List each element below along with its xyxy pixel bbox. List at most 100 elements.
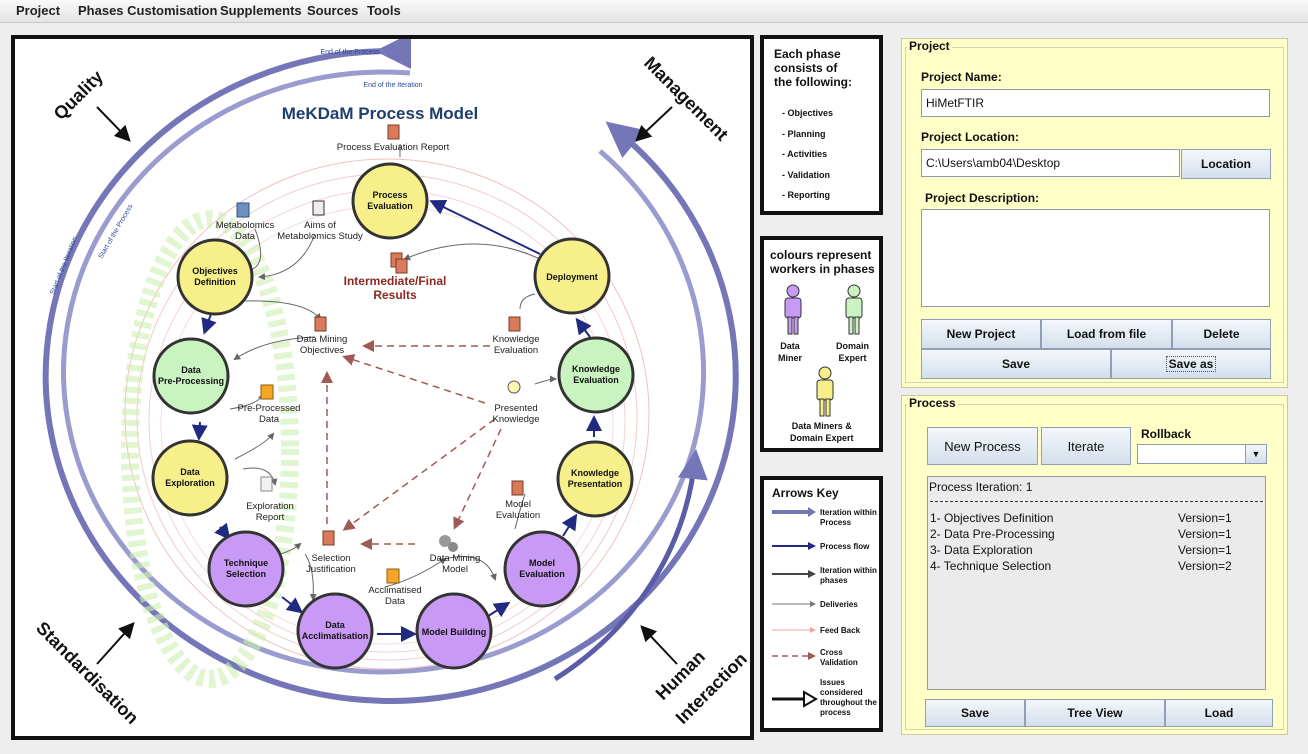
phase-version: Version=1	[1178, 527, 1232, 541]
deliverable-label: Process Evaluation Report	[337, 142, 450, 153]
menu-supplements[interactable]: Supplements	[220, 3, 302, 18]
deliverable-label: Metabolomics Study	[277, 231, 363, 242]
phase-legend: Each phase consists of the following: - …	[760, 35, 883, 215]
chevron-down-icon[interactable]: ▼	[1245, 445, 1266, 463]
deliverable-label: Data Mining	[297, 334, 348, 345]
ring-label: End of the Iteration	[363, 82, 422, 89]
domain-expert-label: Expert	[838, 353, 867, 363]
phase-node	[415, 592, 493, 670]
phase-legend-item: - Reporting	[782, 190, 830, 200]
project-location-input[interactable]: C:\Users\amb04\Desktop	[921, 149, 1180, 177]
arrows-key-label: Iteration within	[820, 566, 877, 575]
arrows-key-label: Process	[820, 518, 852, 527]
phase-label: Model Building	[422, 627, 487, 637]
process-iteration-list[interactable]: Process Iteration: 1 1- Objectives Defin…	[927, 476, 1266, 690]
arrows-key-samples	[772, 507, 818, 708]
arrows-key-label: Iteration within	[820, 508, 877, 517]
phase-label: Technique	[224, 558, 268, 568]
iterate-button[interactable]: Iterate	[1041, 427, 1131, 465]
process-model-diagram: Process Evaluation Deployment Objectives…	[11, 35, 754, 740]
database-icon	[236, 202, 250, 218]
save-as-button[interactable]: Save as	[1111, 349, 1271, 379]
delete-project-button[interactable]: Delete	[1172, 319, 1271, 349]
deliverable-label: Evaluation	[494, 345, 538, 356]
data-miner-label: Data	[780, 341, 800, 351]
menu-phases-customisation[interactable]: Phases Customisation	[78, 3, 218, 18]
colours-legend-title: workers in phases	[770, 262, 875, 276]
document-icon	[390, 252, 408, 274]
diagram-title: MeKDaM Process Model	[282, 104, 479, 123]
deliverable-label: Model	[505, 499, 531, 510]
phase-legend-item: - Planning	[782, 128, 826, 139]
deliverable-label: Knowledge	[492, 414, 539, 425]
list-divider	[930, 501, 1263, 502]
document-icon	[260, 476, 273, 492]
deliverable-label: Data	[259, 414, 280, 425]
menu-bar: Project Phases Customisation Supplements…	[0, 0, 1308, 23]
both-workers-person-icon	[816, 366, 834, 417]
phase-label: Data	[325, 620, 346, 630]
list-item[interactable]: 1- Objectives Definition Version=1	[930, 511, 1260, 527]
list-item[interactable]: 2- Data Pre-Processing Version=1	[930, 527, 1260, 543]
phase-legend-item: - Objectives	[782, 108, 834, 118]
document-icon	[511, 480, 524, 496]
save-project-button[interactable]: Save	[921, 349, 1111, 379]
corner-label-standardisation: Standardisation	[32, 618, 142, 728]
deliverable-label: Metabolomics	[216, 220, 275, 231]
process-model-svg: Process Evaluation Deployment Objectives…	[32, 39, 750, 728]
rollback-label: Rollback	[1141, 427, 1192, 441]
phase-label: Deployment	[546, 272, 598, 282]
phase-node	[152, 337, 230, 415]
phase-node	[296, 592, 374, 670]
load-from-file-button[interactable]: Load from file	[1041, 319, 1172, 349]
document-icon	[312, 200, 325, 216]
arrows-key-label: Validation	[820, 658, 858, 667]
phase-version: Version=1	[1178, 511, 1232, 525]
phase-node	[533, 237, 611, 315]
new-process-button[interactable]: New Process	[927, 427, 1038, 465]
project-name-input[interactable]: HiMetFTIR	[921, 89, 1270, 117]
corner-label-management: Management	[640, 53, 732, 145]
deliverable-label: Exploration	[246, 501, 294, 512]
both-workers-label: Data Miners &	[791, 421, 852, 431]
phase-node	[207, 530, 285, 608]
phase-legend-title: Each phase	[774, 47, 841, 61]
arrows-key-label: Cross	[820, 648, 843, 657]
phase-node	[151, 439, 229, 517]
phase-node	[176, 238, 254, 316]
phase-version: Version=1	[1178, 543, 1232, 557]
deliverable-label: Acclimatised	[368, 585, 421, 596]
project-description-textarea[interactable]	[921, 209, 1270, 307]
deliverable-label: Aims of	[304, 220, 336, 231]
menu-project[interactable]: Project	[16, 3, 61, 18]
tree-view-button[interactable]: Tree View	[1025, 699, 1165, 727]
data-miner-person-icon	[784, 284, 802, 335]
phase-legend-item: - Validation	[782, 169, 831, 180]
phase-label: Selection	[226, 569, 266, 579]
arrows-key-label: process	[820, 708, 851, 717]
rollback-select[interactable]: ▼	[1137, 444, 1267, 464]
phase-label: Process	[372, 190, 407, 200]
deliverable-label: Data	[385, 596, 406, 607]
arrows-key-label: considered	[820, 688, 863, 697]
deliverable-label: Objectives	[300, 345, 345, 356]
project-name-label: Project Name:	[921, 70, 1002, 84]
deliverable-label: Justification	[306, 564, 356, 575]
arrows-key-label: Deliveries	[820, 600, 858, 609]
new-project-button[interactable]: New Project	[921, 319, 1041, 349]
menu-tools[interactable]: Tools	[367, 3, 401, 18]
arrows-key-title: Arrows Key	[772, 486, 839, 500]
phase-label: Definition	[194, 277, 236, 287]
menu-sources[interactable]: Sources	[307, 3, 359, 18]
load-process-button[interactable]: Load	[1165, 699, 1273, 727]
deliverable-label: Report	[256, 512, 285, 523]
save-process-button[interactable]: Save	[925, 699, 1025, 727]
phase-label: Evaluation	[573, 375, 619, 385]
ring-label: End of the Process	[320, 49, 380, 56]
list-item[interactable]: 3- Data Exploration Version=1	[930, 543, 1260, 559]
phase-label: Knowledge	[572, 364, 620, 374]
location-button[interactable]: Location	[1181, 149, 1271, 179]
list-item[interactable]: 4- Technique Selection Version=2	[930, 559, 1260, 575]
corner-label-quality: Quality	[50, 67, 107, 124]
database-icon	[260, 384, 274, 400]
